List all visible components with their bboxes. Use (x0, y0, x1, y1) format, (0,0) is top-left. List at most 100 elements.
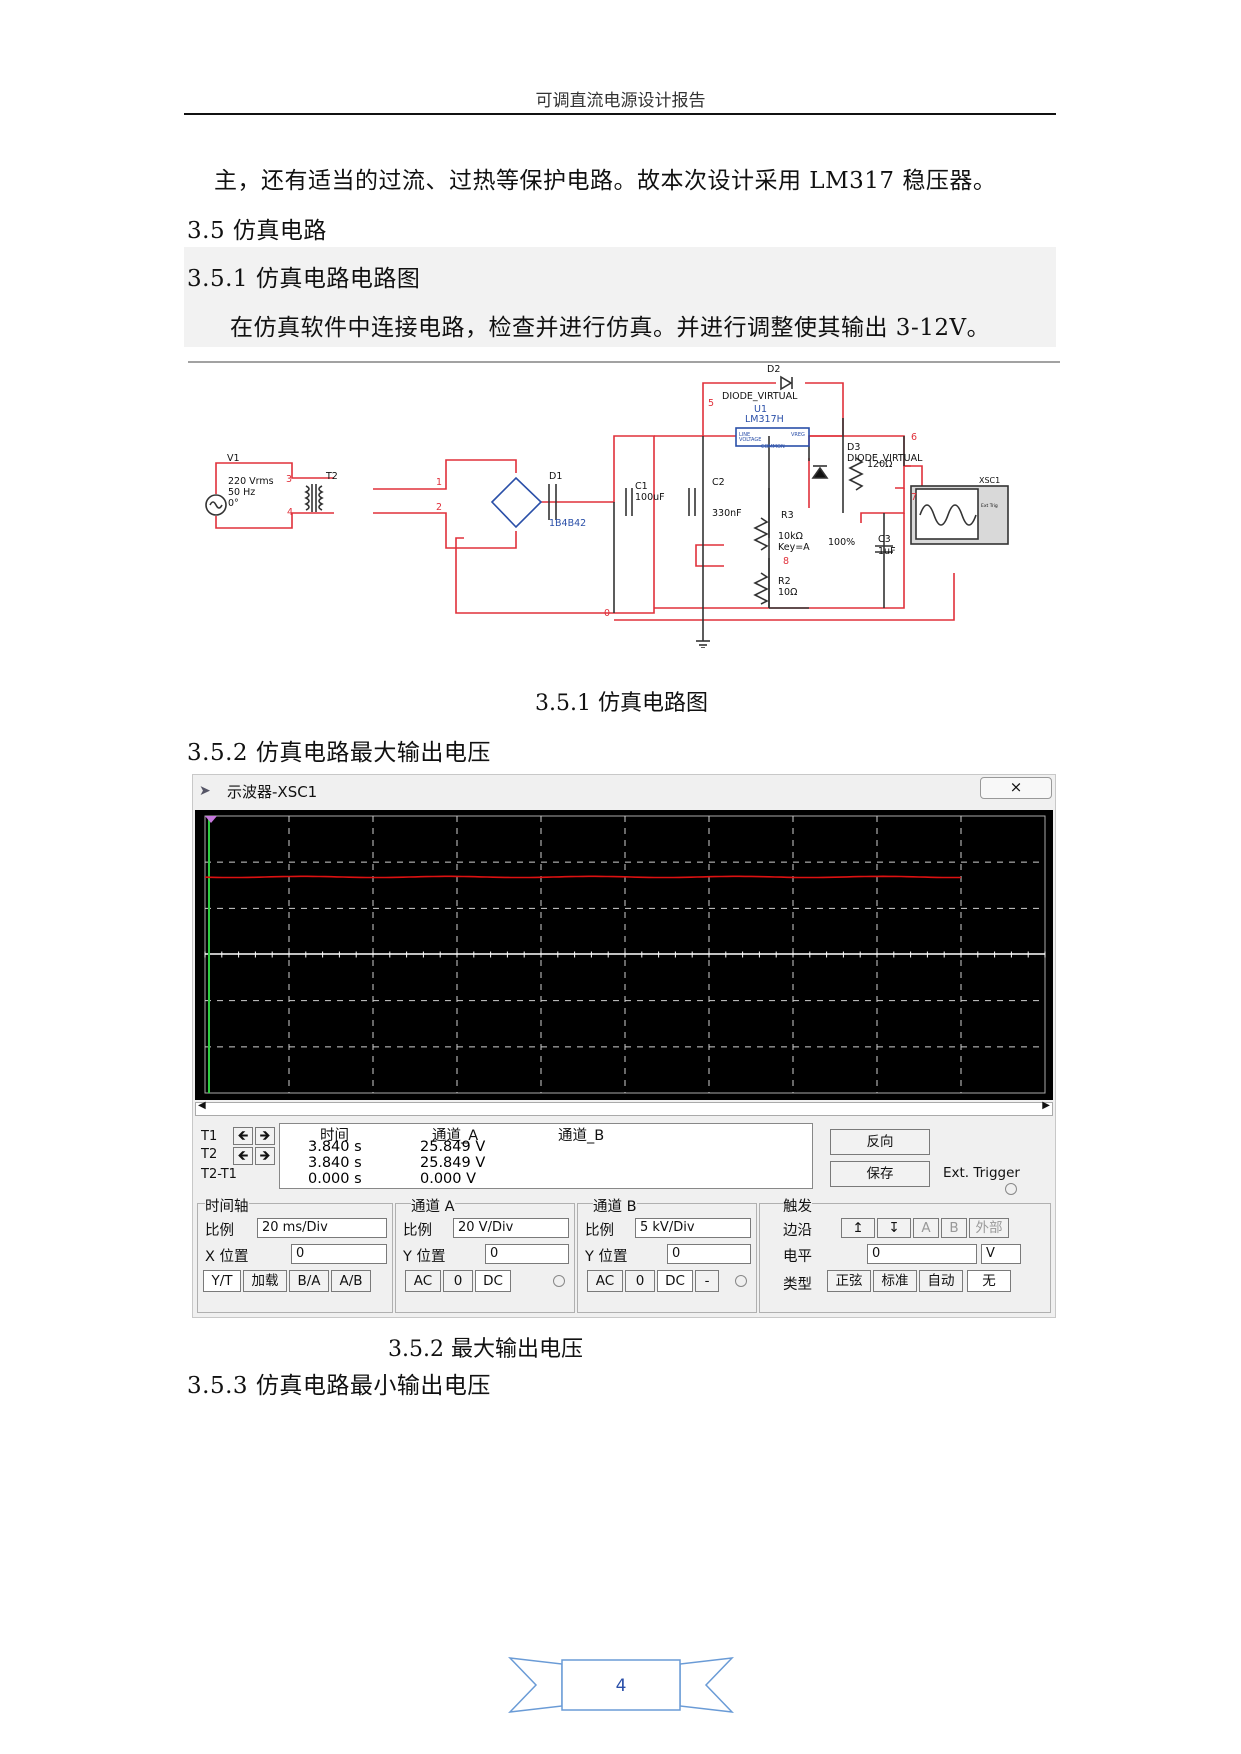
save-button[interactable]: 保存 (830, 1161, 930, 1187)
t1-ch-a: 25.849 V (420, 1139, 486, 1155)
row-label-t1: T1 (201, 1129, 218, 1144)
timebase-label: 时间轴 (205, 1195, 249, 1216)
t1-right-button[interactable]: 🡺 (255, 1127, 275, 1145)
arrow-left-icon: 🡸 (237, 1128, 249, 1144)
c2-value: 330nF (712, 508, 742, 519)
trigger-sine-button[interactable]: 正弦 (827, 1270, 871, 1292)
t2-name: T2 (325, 471, 338, 482)
ab-button[interactable]: A/B (331, 1270, 371, 1292)
arrow-left-icon: 🡸 (237, 1148, 249, 1164)
r2-name: R2 (778, 576, 791, 587)
net-label-1: 1 (436, 477, 442, 488)
d1-name: D1 (549, 471, 562, 482)
channel-b-dc-button[interactable]: DC (657, 1270, 693, 1292)
c3-value: 1uF (878, 546, 896, 557)
t2-right-button[interactable]: 🡺 (255, 1147, 275, 1165)
arrow-right-icon: 🡺 (259, 1128, 271, 1144)
shaded-block (184, 247, 1056, 347)
channel-b-ypos-field[interactable]: 0 (667, 1244, 751, 1264)
trigger-b-button[interactable]: B (941, 1218, 967, 1238)
trigger-level-label: 电平 (783, 1249, 812, 1265)
net-label-8: 8 (783, 556, 789, 567)
d2-model: DIODE_VIRTUAL (722, 391, 798, 402)
channel-b-label: 通道 B (593, 1195, 637, 1216)
heading-3-5-3: 3.5.3 仿真电路最小输出电压 (187, 1373, 491, 1399)
r2-value: 10Ω (778, 587, 797, 598)
trigger-level-field[interactable]: 0 (867, 1244, 977, 1264)
channel-a-zero-button[interactable]: 0 (443, 1270, 473, 1292)
x-position-field[interactable]: 0 (291, 1244, 387, 1264)
channel-a-group (395, 1203, 575, 1313)
trigger-a-button[interactable]: A (913, 1218, 939, 1238)
trigger-normal-button[interactable]: 标准 (873, 1270, 917, 1292)
page-number-ribbon: 4 (508, 1657, 734, 1713)
channel-b-ac-button[interactable]: AC (587, 1270, 623, 1292)
net-label-2: 2 (436, 502, 442, 513)
v1-rms: 220 Vrms (228, 476, 274, 487)
ext-trigger-label: Ext. Trigger (943, 1165, 1020, 1181)
channel-b-radio[interactable] (735, 1275, 747, 1287)
channel-a-radio[interactable] (553, 1275, 565, 1287)
scope-app-icon: ➤ (199, 783, 211, 799)
yt-button[interactable]: Y/T (203, 1270, 241, 1292)
net-label-4: 4 (287, 507, 293, 518)
channel-a-ypos-field[interactable]: 0 (485, 1244, 569, 1264)
net-label-7: 7 (911, 492, 917, 503)
t2-ch-a: 25.849 V (420, 1155, 486, 1171)
trigger-group (759, 1203, 1051, 1313)
d3-model: DIODE_VIRTUAL (847, 453, 923, 464)
t1-left-button[interactable]: 🡸 (233, 1127, 253, 1145)
rising-edge-button[interactable]: ↥ (841, 1218, 875, 1238)
u1-pin-common: COMMON (761, 444, 785, 450)
falling-edge-icon: ↧ (888, 1220, 900, 1236)
t2-time: 3.840 s (308, 1155, 362, 1171)
net-label-6: 6 (911, 432, 917, 443)
paragraph-simulation: 在仿真软件中连接电路，检查并进行仿真。并进行调整使其输出 3-12V。 (230, 315, 991, 341)
trigger-ext-button[interactable]: 外部 (969, 1218, 1009, 1238)
c2-name: C2 (712, 477, 725, 488)
channel-a-scale-field[interactable]: 20 V/Div (453, 1218, 569, 1238)
heading-3-5-2: 3.5.2 仿真电路最大输出电压 (187, 740, 491, 766)
t2-left-button[interactable]: 🡸 (233, 1147, 253, 1165)
trigger-none-button[interactable]: 无 (967, 1270, 1011, 1292)
heading-3-5-1: 3.5.1 仿真电路电路图 (187, 266, 421, 292)
u1-pin-line: LINE (739, 432, 750, 438)
cursor-t1-handle[interactable] (205, 816, 217, 823)
channel-b-minus-button[interactable]: - (695, 1270, 719, 1292)
ext-trigger-radio[interactable] (1005, 1183, 1017, 1195)
falling-edge-button[interactable]: ↧ (877, 1218, 911, 1238)
channel-a-ac-button[interactable]: AC (405, 1270, 441, 1292)
timebase-scale-field[interactable]: 20 ms/Div (257, 1218, 387, 1238)
ba-button[interactable]: B/A (289, 1270, 329, 1292)
trigger-label: 触发 (783, 1195, 812, 1216)
channel-a-scale-label: 比例 (403, 1223, 432, 1239)
timebase-scale-label: 比例 (205, 1223, 234, 1239)
channel-b-zero-button[interactable]: 0 (625, 1270, 655, 1292)
trigger-auto-button[interactable]: 自动 (919, 1270, 963, 1292)
net-label-5: 5 (708, 398, 714, 409)
net-label-0: 0 (604, 608, 610, 619)
channel-a-dc-button[interactable]: DC (475, 1270, 511, 1292)
scroll-left-icon[interactable]: ◀ (198, 1100, 206, 1111)
horizontal-scrollbar[interactable]: ◀ ▶ (195, 1100, 1053, 1116)
d1-model: 1B4B42 (549, 518, 586, 529)
channel-b-scale-field[interactable]: 5 kV/Div (635, 1218, 751, 1238)
scroll-right-icon[interactable]: ▶ (1042, 1100, 1050, 1111)
u1-name: U1 (754, 404, 767, 415)
channel-b-group (577, 1203, 757, 1313)
add-button[interactable]: 加载 (243, 1270, 287, 1292)
d2-name: D2 (767, 364, 780, 375)
x-position-label: X 位置 (205, 1249, 249, 1265)
rising-edge-icon: ↥ (852, 1220, 864, 1236)
caption-circuit: 3.5.1 仿真电路图 (535, 691, 708, 716)
reverse-button[interactable]: 反向 (830, 1129, 930, 1155)
trigger-edge-label: 边沿 (783, 1223, 812, 1239)
scope-screen (195, 810, 1053, 1100)
trigger-level-unit[interactable]: V (981, 1244, 1021, 1264)
heading-3-5: 3.5 仿真电路 (187, 218, 327, 244)
paragraph-continuation: 主，还有适当的过流、过热等保护电路。故本次设计采用 LM317 稳压器。 (214, 168, 997, 194)
cursor-readout-table: 时间 通道_A 通道_B 3.840 s 25.849 V 3.840 s 25… (279, 1123, 813, 1189)
page-header-title: 可调直流电源设计报告 (535, 91, 706, 111)
caption-max-voltage: 3.5.2 最大输出电压 (388, 1337, 583, 1362)
close-button[interactable]: ⨯ (980, 777, 1052, 799)
